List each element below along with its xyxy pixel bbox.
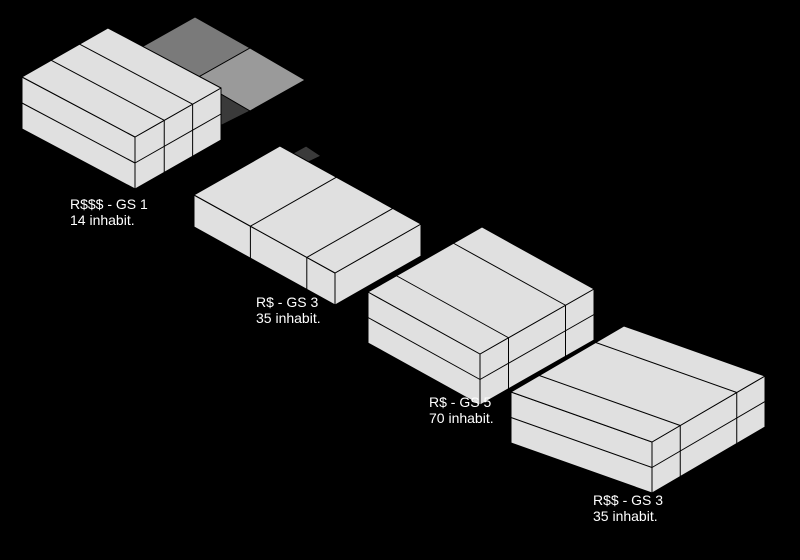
- building-3-floor-line: [479, 314, 595, 380]
- building-1-class: R$$$ - GS 1: [70, 196, 148, 212]
- building-2-label: R$ - GS 3 35 inhabit.: [256, 294, 321, 326]
- building-1-unit-line: [79, 43, 193, 105]
- building-4-inhabitants: 35 inhabit.: [593, 508, 658, 524]
- building-4-block: [510, 325, 766, 494]
- building-2-inhabitants: 35 inhabit.: [256, 310, 321, 326]
- building-2-class: R$ - GS 3: [256, 294, 319, 310]
- building-3-inhabitants: 70 inhabit.: [429, 410, 494, 426]
- building-4-label: R$$ - GS 3 35 inhabit.: [593, 492, 663, 524]
- building-1-inhabitants: 14 inhabit.: [70, 212, 135, 228]
- building-1-unit-line: [51, 59, 165, 121]
- building-3-block: [367, 226, 595, 406]
- building-1-roof: [21, 27, 222, 138]
- building-2-unit-line: [306, 207, 394, 258]
- building-1-block: [21, 27, 222, 190]
- building-3-unit-line: [396, 275, 509, 339]
- building-3-class: R$ - GS 5: [429, 394, 492, 410]
- building-1-label: R$$$ - GS 1 14 inhabit.: [70, 196, 148, 228]
- building-4-roof: [510, 325, 766, 443]
- buildings: [21, 27, 766, 494]
- building-4-floor-line: [510, 417, 653, 468]
- building-1-floor-line: [134, 113, 222, 164]
- building-4-class: R$$ - GS 3: [593, 492, 664, 508]
- building-2-unit-line: [250, 176, 337, 227]
- building-2-block: [193, 145, 422, 306]
- building-3-label: R$ - GS 5 70 inhabit.: [429, 394, 494, 426]
- building-3-floor-line: [367, 317, 481, 380]
- building-3-roof: [367, 226, 595, 355]
- building-4-unit-line: [595, 342, 737, 393]
- building-2-roof: [193, 145, 422, 274]
- building-4-unit-line: [539, 375, 681, 426]
- building-1-floor-line: [21, 102, 136, 164]
- building-4-floor-line: [651, 401, 766, 468]
- building-3-unit-line: [453, 242, 566, 306]
